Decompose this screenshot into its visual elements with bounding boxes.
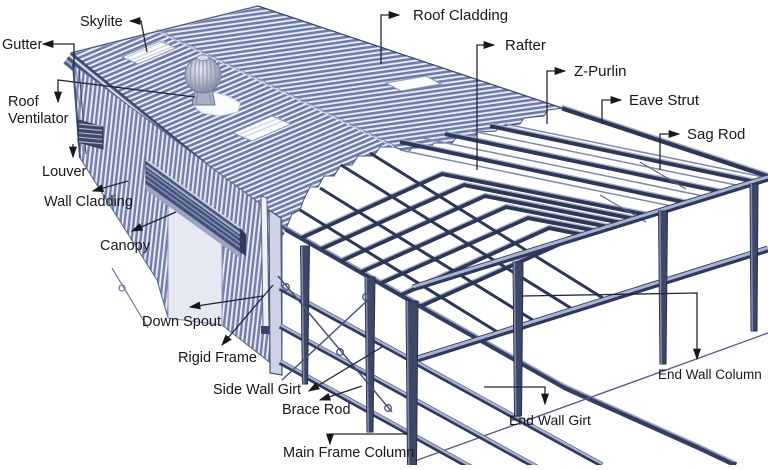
svg-text:Down Spout: Down Spout [142, 314, 221, 330]
svg-text:Gutter: Gutter [2, 37, 42, 53]
svg-text:Brace Rod: Brace Rod [282, 402, 351, 418]
svg-text:Skylite: Skylite [80, 14, 123, 30]
svg-text:Canopy: Canopy [100, 238, 151, 254]
svg-text:End Wall Column: End Wall Column [658, 367, 762, 382]
svg-text:Rigid Frame: Rigid Frame [178, 350, 257, 366]
svg-text:Main Frame Column: Main Frame Column [283, 445, 414, 461]
svg-text:Roof Cladding: Roof Cladding [413, 7, 508, 24]
svg-text:Roof: Roof [8, 94, 40, 110]
svg-text:Louver: Louver [42, 164, 87, 180]
svg-text:Wall Cladding: Wall Cladding [44, 194, 133, 210]
svg-text:Eave Strut: Eave Strut [629, 92, 700, 109]
svg-text:Ventilator: Ventilator [8, 111, 69, 127]
svg-text:Side Wall Girt: Side Wall Girt [213, 382, 301, 398]
svg-text:Z-Purlin: Z-Purlin [574, 63, 627, 80]
svg-text:Sag Rod: Sag Rod [687, 126, 745, 143]
svg-text:End Wall Girt: End Wall Girt [509, 412, 591, 428]
svg-text:Rafter: Rafter [505, 37, 546, 54]
